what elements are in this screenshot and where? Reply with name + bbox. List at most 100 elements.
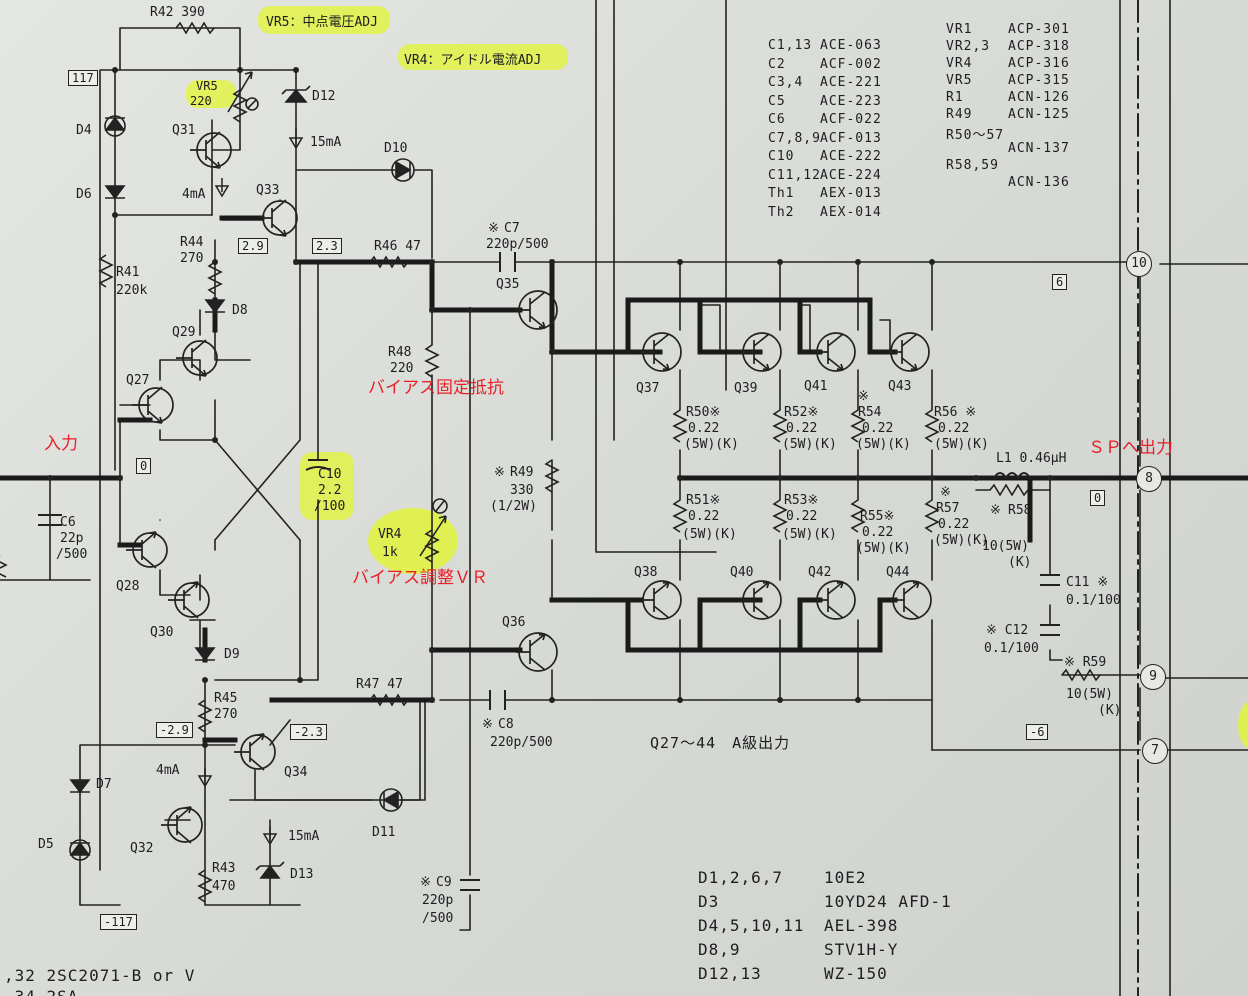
r52-name: R52 <box>784 405 808 420</box>
r58-k: (K) <box>1008 555 1032 570</box>
vr5-label: VR5 <box>196 79 218 93</box>
sp-output-annotation: ＳＰへ出力 <box>1088 438 1173 458</box>
tag-minus-2-9: -2.9 <box>156 722 193 738</box>
r53-star: ※ <box>807 493 819 508</box>
c6-label: C6 <box>60 515 76 530</box>
r58-value: 10(5W) <box>982 539 1029 554</box>
r59-label: ※ R59 <box>1064 656 1106 669</box>
tag-2-3: 2.3 <box>312 238 342 254</box>
r54-star: ※ <box>858 389 869 404</box>
4ma-top-label: 4mA <box>182 187 206 202</box>
parts-left-ref: C11,12 <box>768 167 821 183</box>
q28-symbol <box>126 531 168 569</box>
r51-rating: (5W)(K) <box>682 527 737 542</box>
r58-star: ※ <box>990 503 1001 518</box>
transistor-note: ,32 2SC2071-B or V ,34 2SA... <box>4 966 195 996</box>
parts-right-row: ACN-136 <box>946 175 1070 192</box>
c7-label: C7 <box>504 221 520 236</box>
parts-right-part: ACP-315 <box>1008 73 1070 88</box>
r50-star: ※ <box>709 405 721 420</box>
c12-name: C12 <box>1004 623 1029 638</box>
r49-value1: 330 <box>510 483 534 498</box>
q31-symbol <box>190 131 232 169</box>
diode-part: WZ-150 <box>824 964 888 983</box>
d6-label: D6 <box>76 187 92 202</box>
r50-rating: (5W)(K) <box>684 437 739 452</box>
q43-label: Q43 <box>888 379 912 394</box>
c9-value2: /500 <box>422 911 454 926</box>
node-10: 10 <box>1126 251 1152 277</box>
r52-rating: (5W)(K) <box>782 437 837 452</box>
d8-label: D8 <box>232 303 248 318</box>
q33-symbol <box>258 199 298 237</box>
r56-label: R56 ※ <box>934 406 976 419</box>
r55-name: R55 <box>860 509 884 524</box>
c6-value2: /500 <box>56 547 88 562</box>
q34-label: Q34 <box>284 765 308 780</box>
parts-left-part: ACF-022 <box>820 112 882 127</box>
node-9: 9 <box>1140 664 1166 690</box>
q32-label: Q32 <box>130 841 154 856</box>
vr5-note: VR5：中点電圧ADJ <box>266 15 378 30</box>
tag-2-9: 2.9 <box>238 238 268 254</box>
r53-value: 0.22 <box>786 509 818 524</box>
r59-k: (K) <box>1098 703 1122 718</box>
parts-left-part: ACE-224 <box>820 167 882 183</box>
tag-minus-6: -6 <box>1026 724 1049 740</box>
r57-label: R57 <box>936 501 960 516</box>
r42-label: R42 390 <box>150 5 205 20</box>
class-a-caption: Q27～44 A級出力 <box>650 734 791 752</box>
parts-right-ref <box>946 175 1008 192</box>
diode-ref: D3 <box>698 892 720 911</box>
c9-star: ※ <box>420 875 431 890</box>
q40-label: Q40 <box>730 565 754 580</box>
r57-value: 0.22 <box>938 517 970 532</box>
q27-label: Q27 <box>126 373 150 388</box>
tag-0-input: 0 <box>136 458 152 474</box>
parts-left-part: ACE-063 <box>820 38 882 53</box>
parts-right-row: R1 ACN-126 <box>946 90 1070 107</box>
tag-117: 117 <box>68 70 98 86</box>
parts-right-ref: R1 <box>946 90 964 105</box>
tag-minus-2-3: -2.3 <box>290 724 327 740</box>
q41-label: Q41 <box>804 379 828 394</box>
diode-row: D3 10YD24 AFD-1 <box>698 892 952 916</box>
parts-left-part: ACF-013 <box>820 130 882 146</box>
q30-symbol <box>168 581 210 619</box>
d10-label: D10 <box>384 141 408 156</box>
c10-value2: /100 <box>314 499 346 514</box>
r55-label: R55※ <box>860 510 894 523</box>
parts-left-ref: Th1 <box>768 186 795 201</box>
edge-highlight <box>1238 700 1248 750</box>
r48-value: 220 <box>390 361 414 376</box>
r44-value: 270 <box>180 251 204 266</box>
d11-label: D11 <box>372 825 396 840</box>
vr4-label: VR4 <box>378 527 402 542</box>
parts-right-part: ACP-318 <box>1008 39 1070 54</box>
r45-value: 270 <box>214 707 238 722</box>
node-8: 8 <box>1136 466 1162 492</box>
parts-right-part: ACN-126 <box>1008 90 1070 105</box>
parts-right-row: ACN-137 <box>946 141 1070 158</box>
diode-part: AEL-398 <box>824 916 899 935</box>
q27-symbol <box>132 386 174 424</box>
parts-left-ref: C3,4 <box>768 75 804 90</box>
q31-label: Q31 <box>172 123 196 138</box>
r43-label: R43 <box>212 861 236 876</box>
tag-minus-117: -117 <box>100 914 137 930</box>
parts-right-row: R50～57 <box>946 124 1070 143</box>
q42-symbol <box>814 580 856 620</box>
diode-part: 10YD24 AFD-1 <box>824 892 952 911</box>
bias-fixed-annotation: バイアス固定抵抗 <box>368 378 504 398</box>
